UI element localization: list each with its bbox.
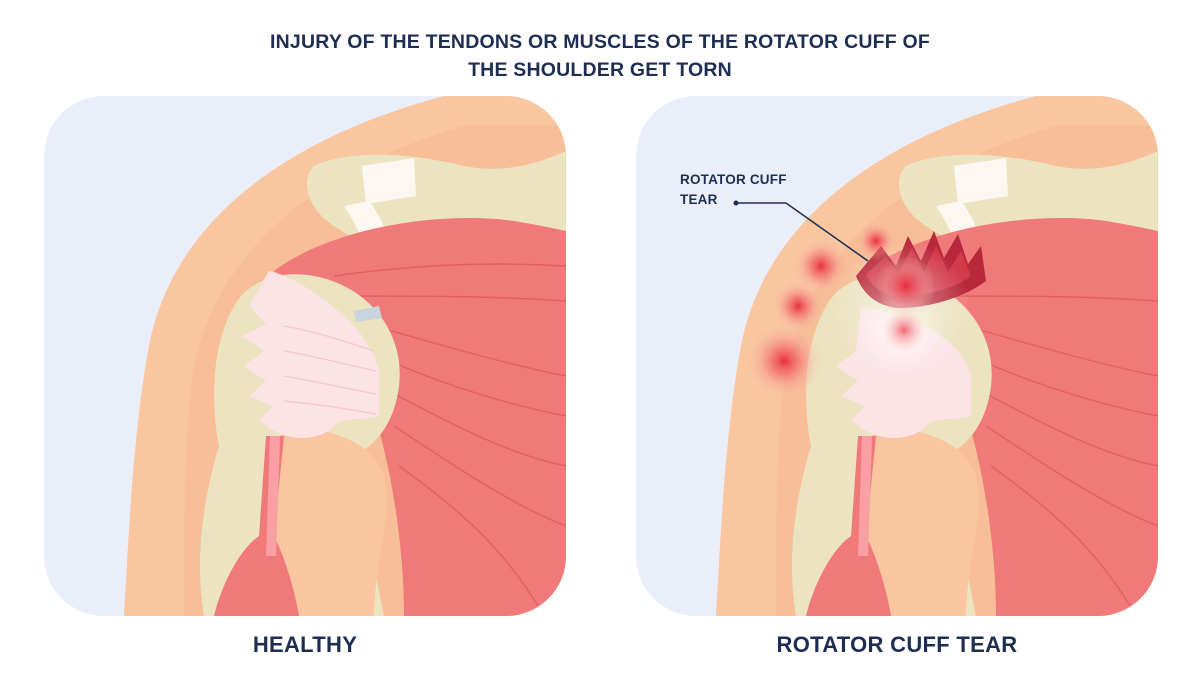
healthy-shoulder-illustration: [44, 96, 566, 616]
title-line-2: THE SHOULDER GET TORN: [468, 59, 732, 81]
humerus-shaft-skin: [262, 426, 387, 616]
pain-spot-4: [772, 280, 824, 332]
humerus-shaft-skin: [854, 426, 979, 616]
ac-ligament: [362, 158, 416, 204]
rotator-cuff-tear-callout: ROTATOR CUFF TEAR: [680, 170, 787, 210]
callout-leader-line: [736, 202, 869, 262]
diagram-title: INJURY OF THE TENDONS OR MUSCLES OF THE …: [0, 28, 1200, 84]
callout-line-1: ROTATOR CUFF: [680, 172, 787, 187]
healthy-label: HEALTHY: [252, 632, 358, 657]
torn-shoulder-panel: [636, 96, 1158, 616]
pain-spot-1: [856, 221, 896, 261]
biceps-tendon: [858, 436, 872, 556]
title-line-1: INJURY OF THE TENDONS OR MUSCLES OF THE …: [270, 31, 930, 53]
pain-spot-3: [793, 238, 849, 294]
healthy-shoulder-panel: [44, 96, 566, 616]
glenoid-cartilage: [354, 306, 382, 322]
rotator-cuff-tear-label: ROTATOR CUFF TEAR: [776, 632, 1018, 657]
pain-spot-5: [746, 323, 822, 399]
ac-ligament: [954, 158, 1008, 204]
pain-spot-6: [882, 308, 926, 352]
biceps-tendon: [266, 436, 280, 556]
pain-spot-2: [876, 256, 936, 316]
rotator-cuff-tendon: [242, 271, 379, 438]
callout-dot: [733, 200, 739, 206]
rotator-cuff-tear-illustration: [636, 96, 1158, 616]
callout-line-2: TEAR: [680, 192, 718, 207]
